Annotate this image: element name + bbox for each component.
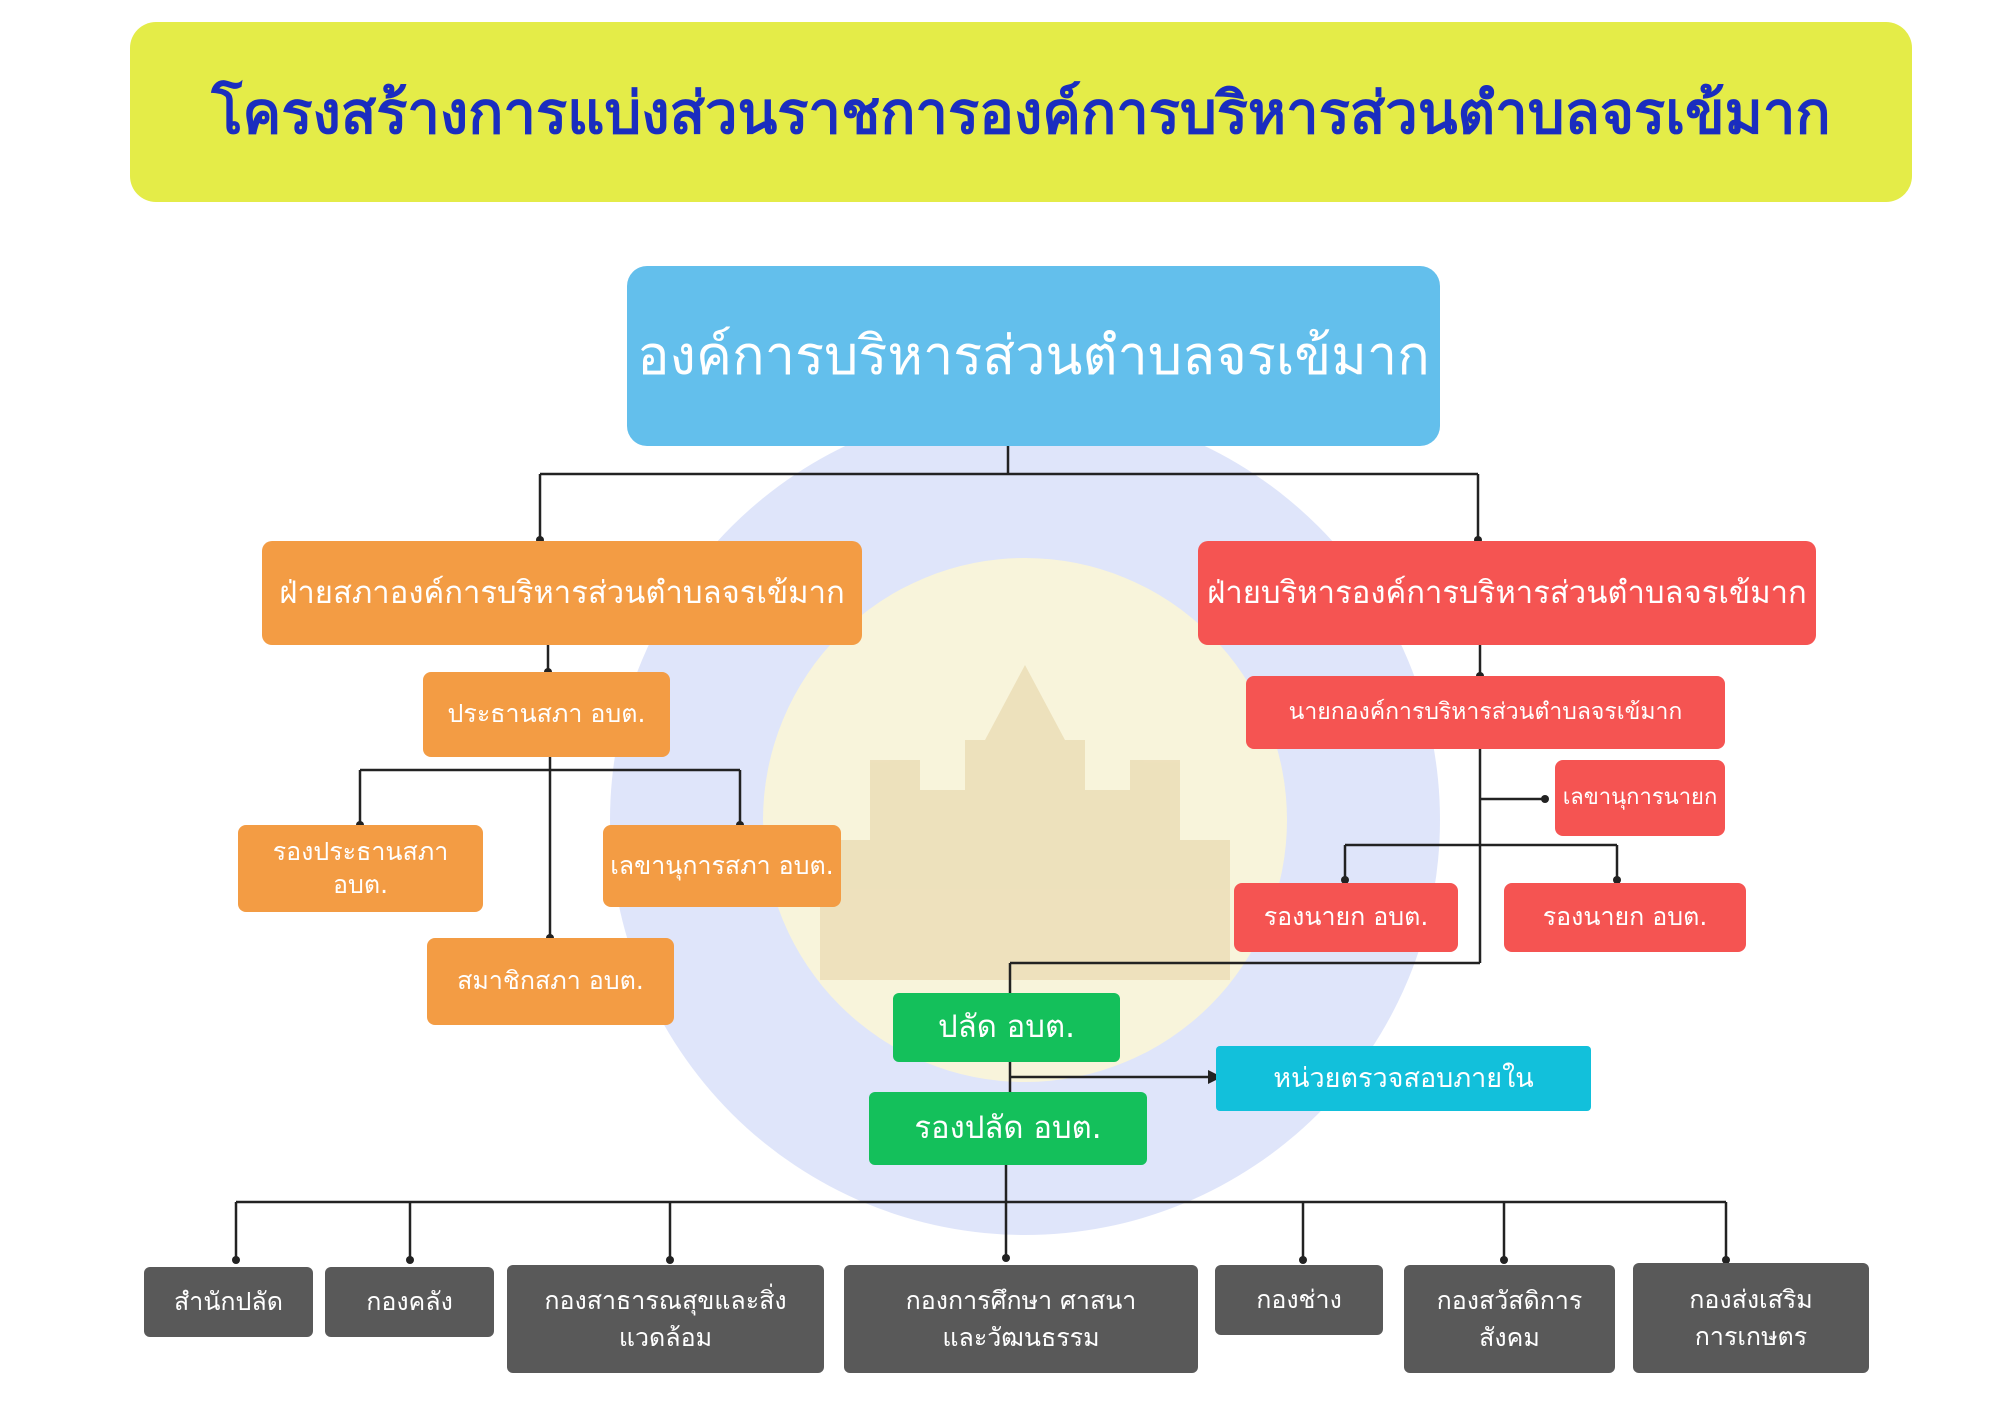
department-box: กองสวัสดิการสังคม <box>1404 1265 1615 1373</box>
deputy-chief-administrator-label: รองปลัด อบต. <box>914 1110 1102 1147</box>
council-label: ฝ่ายสภาองค์การบริหารส่วนตำบลจรเข้มาก <box>279 574 845 611</box>
department-box: สำนักปลัด <box>144 1267 313 1337</box>
mayor-secretary-box: เลขานุการนายก <box>1555 760 1725 836</box>
mayor-secretary-label: เลขานุการนายก <box>1562 784 1718 810</box>
council-box: ฝ่ายสภาองค์การบริหารส่วนตำบลจรเข้มาก <box>262 541 862 645</box>
department-label: กองส่งเสริมการเกษตร <box>1689 1284 1813 1352</box>
council-president-label: ประธานสภา อบต. <box>447 699 646 729</box>
audit-arrow-icon <box>1208 1070 1222 1084</box>
department-box: กองการศึกษา ศาสนาและวัฒนธรรม <box>844 1265 1198 1373</box>
mayor-label: นายกองค์การบริหารส่วนตำบลจรเข้มาก <box>1288 698 1683 725</box>
deputy-mayor-label-1: รองนายก อบต. <box>1263 902 1429 932</box>
department-label: สำนักปลัด <box>174 1287 283 1317</box>
chief-administrator-box: ปลัด อบต. <box>893 993 1120 1062</box>
department-label: กองสวัสดิการสังคม <box>1436 1285 1583 1353</box>
department-box: กองส่งเสริมการเกษตร <box>1633 1263 1869 1373</box>
council-member-box: สมาชิกสภา อบต. <box>427 938 674 1025</box>
department-label: กองการศึกษา ศาสนาและวัฒนธรรม <box>905 1285 1137 1353</box>
page-title: โครงสร้างการแบ่งส่วนราชการองค์การบริหารส… <box>211 78 1831 147</box>
council-vice-president-label: รองประธานสภา อบต. <box>272 837 449 899</box>
executive-label: ฝ่ายบริหารองค์การบริหารส่วนตำบลจรเข้มาก <box>1207 574 1807 611</box>
deputy-mayor-box-1: รองนายก อบต. <box>1234 883 1458 952</box>
deputy-mayor-box-2: รองนายก อบต. <box>1504 883 1746 952</box>
org-label: องค์การบริหารส่วนตำบลจรเข้มาก <box>637 323 1430 387</box>
internal-audit-label: หน่วยตรวจสอบภายใน <box>1273 1062 1534 1094</box>
deputy-chief-administrator-box: รองปลัด อบต. <box>869 1092 1147 1165</box>
temple-icon <box>820 665 1230 980</box>
executive-box: ฝ่ายบริหารองค์การบริหารส่วนตำบลจรเข้มาก <box>1198 541 1816 645</box>
deputy-mayor-label-2: รองนายก อบต. <box>1542 902 1708 932</box>
org-box: องค์การบริหารส่วนตำบลจรเข้มาก <box>627 266 1440 446</box>
department-label: กองช่าง <box>1256 1285 1342 1315</box>
mayor-box: นายกองค์การบริหารส่วนตำบลจรเข้มาก <box>1246 676 1725 749</box>
council-secretary-label: เลขานุการสภา อบต. <box>610 850 834 880</box>
council-vice-president-box: รองประธานสภา อบต. <box>238 825 483 912</box>
department-label: กองสาธารณสุขและสิ่งแวดล้อม <box>544 1285 787 1353</box>
chief-administrator-label: ปลัด อบต. <box>938 1009 1075 1046</box>
council-member-label: สมาชิกสภา อบต. <box>457 966 644 996</box>
department-box: กองคลัง <box>325 1267 494 1337</box>
department-label: กองคลัง <box>366 1287 453 1317</box>
department-box: กองช่าง <box>1215 1265 1383 1335</box>
council-secretary-box: เลขานุการสภา อบต. <box>603 825 841 907</box>
title-banner: โครงสร้างการแบ่งส่วนราชการองค์การบริหารส… <box>130 22 1912 202</box>
department-box: กองสาธารณสุขและสิ่งแวดล้อม <box>507 1265 824 1373</box>
council-president-box: ประธานสภา อบต. <box>423 672 670 757</box>
internal-audit-box: หน่วยตรวจสอบภายใน <box>1216 1046 1591 1111</box>
